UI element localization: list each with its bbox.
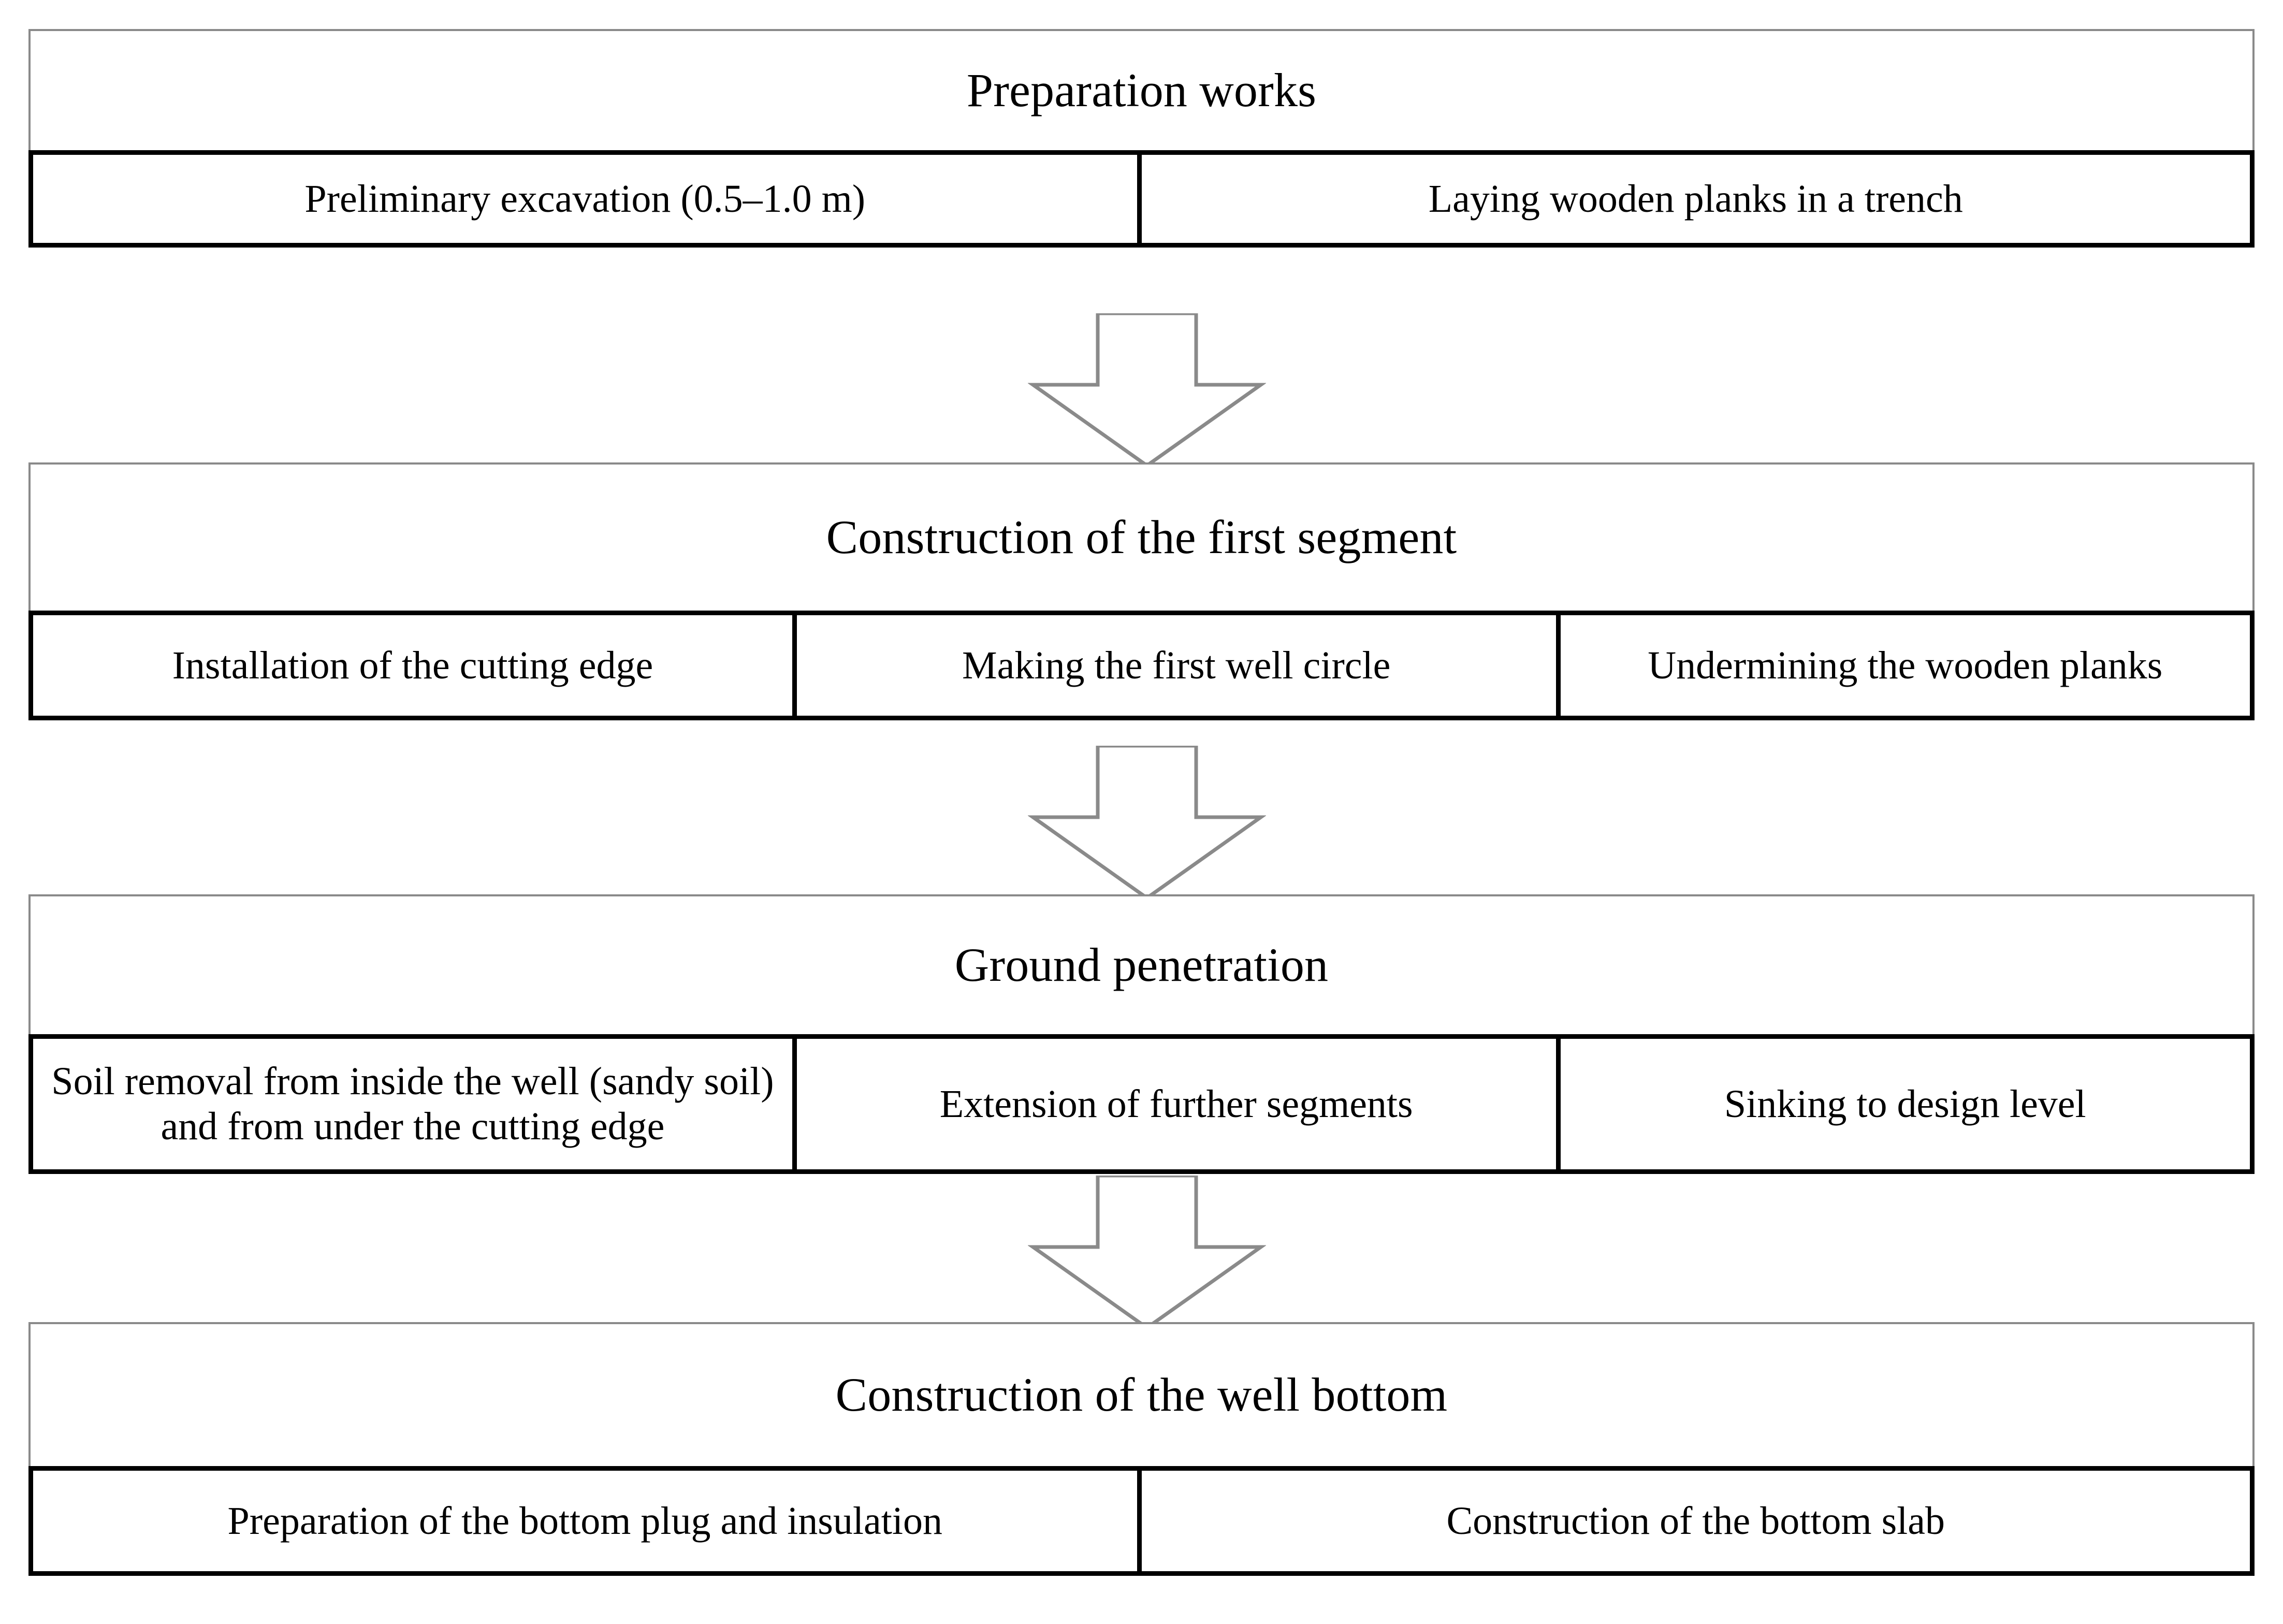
sub-cell-label: Laying wooden planks in a trench (1428, 177, 1963, 221)
stage-title-label: Construction of the well bottom (835, 1368, 1448, 1422)
sub-cell-label: Preliminary excavation (0.5–1.0 m) (304, 177, 866, 221)
stage-subrow-construction-first-segment: Installation of the cutting edge Making … (28, 611, 2255, 720)
sub-cell-installation-cutting-edge: Installation of the cutting edge (33, 615, 797, 716)
stage-subrow-ground-penetration: Soil removal from inside the well (sandy… (28, 1034, 2255, 1174)
down-arrow-icon-2 (1028, 746, 1266, 901)
sub-cell-label: Construction of the bottom slab (1446, 1499, 1945, 1543)
stage-subrow-construction-well-bottom: Preparation of the bottom plug and insul… (28, 1466, 2255, 1576)
stage-header-ground-penetration: Ground penetration (28, 894, 2255, 1034)
down-arrow-icon-1 (1028, 313, 1266, 469)
stage-title-label: Construction of the first segment (826, 511, 1457, 564)
stage-construction-well-bottom: Construction of the well bottom Preparat… (28, 1322, 2255, 1576)
stage-ground-penetration: Ground penetration Soil removal from ins… (28, 894, 2255, 1174)
stage-construction-first-segment: Construction of the first segment Instal… (28, 462, 2255, 720)
sub-cell-sinking-design-level: Sinking to design level (1561, 1039, 2250, 1169)
sub-cell-label: Soil removal from inside the well (sandy… (51, 1060, 774, 1148)
stage-preparation-works: Preparation works Preliminary excavation… (28, 29, 2255, 248)
sub-cell-label: Installation of the cutting edge (172, 643, 653, 687)
sub-cell-making-first-well-circle: Making the first well circle (797, 615, 1561, 716)
stage-header-preparation-works: Preparation works (28, 29, 2255, 150)
sub-cell-construction-bottom-slab: Construction of the bottom slab (1142, 1471, 2250, 1571)
stage-title-label: Ground penetration (954, 938, 1329, 992)
sub-cell-undermining-wooden-planks: Undermining the wooden planks (1561, 615, 2250, 716)
stage-subrow-preparation-works: Preliminary excavation (0.5–1.0 m) Layin… (28, 150, 2255, 248)
sub-cell-label: Undermining the wooden planks (1648, 643, 2163, 687)
sub-cell-label: Preparation of the bottom plug and insul… (227, 1499, 942, 1543)
sub-cell-bottom-plug-insulation: Preparation of the bottom plug and insul… (33, 1471, 1142, 1571)
sub-cell-soil-removal: Soil removal from inside the well (sandy… (33, 1039, 797, 1169)
sub-cell-label: Sinking to design level (1724, 1082, 2086, 1126)
stage-header-construction-first-segment: Construction of the first segment (28, 462, 2255, 611)
sub-cell-extension-further-segments: Extension of further segments (797, 1039, 1561, 1169)
sub-cell-label: Making the first well circle (962, 643, 1391, 687)
sub-cell-laying-wooden-planks: Laying wooden planks in a trench (1142, 155, 2250, 243)
stage-title-label: Preparation works (966, 64, 1317, 117)
sub-cell-label: Extension of further segments (939, 1082, 1413, 1126)
sub-cell-preliminary-excavation: Preliminary excavation (0.5–1.0 m) (33, 155, 1142, 243)
stage-header-construction-well-bottom: Construction of the well bottom (28, 1322, 2255, 1466)
down-arrow-icon-3 (1028, 1176, 1266, 1331)
